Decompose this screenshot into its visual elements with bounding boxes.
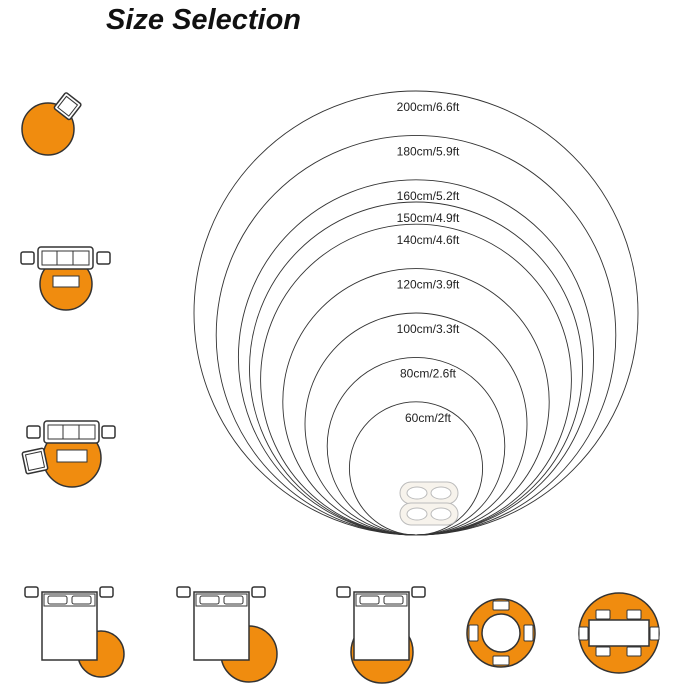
- size-label-120cm: 120cm/3.9ft: [397, 278, 460, 292]
- size-ring-60cm: [348, 401, 484, 536]
- size-label-180cm: 180cm/5.9ft: [397, 144, 460, 158]
- size-label-200cm: 200cm/6.6ft: [397, 100, 460, 114]
- rug-beside-bed-icon: [176, 586, 278, 683]
- rug-with-sofa-icon: [20, 246, 111, 311]
- rug-under-bed-icon: [336, 586, 426, 684]
- rug-under-rectangular-table-icon: [578, 592, 660, 674]
- size-rings: 200cm/6.6ft 180cm/5.9ft 160cm/5.2ft 150cm/4…: [193, 90, 639, 536]
- size-label-150cm: 150cm/4.9ft: [397, 211, 460, 225]
- rug-under-round-table-icon: [466, 598, 536, 668]
- size-label-80cm: 80cm/2.6ft: [400, 366, 457, 380]
- slippers-icon: [399, 481, 459, 526]
- size-label-140cm: 140cm/4.6ft: [397, 233, 460, 247]
- rug-with-armchair-icon: [21, 92, 82, 156]
- page-title: Size Selection: [106, 4, 302, 36]
- size-label-160cm: 160cm/5.2ft: [397, 189, 460, 203]
- rug-with-sofa-and-armchair-icon: [21, 420, 116, 488]
- rug-beside-bed-icon: [24, 586, 125, 678]
- size-label-100cm: 100cm/3.3ft: [397, 322, 460, 336]
- size-label-60cm: 60cm/2ft: [405, 411, 452, 425]
